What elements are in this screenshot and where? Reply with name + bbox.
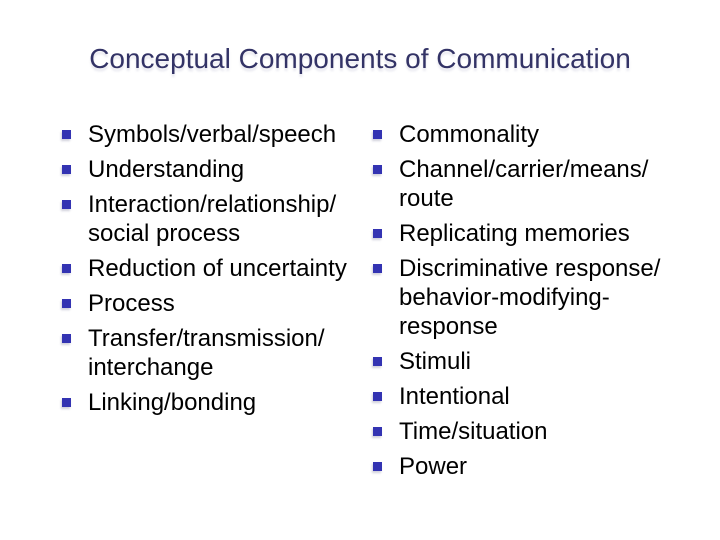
item-text: Interaction/relationship/ social process [88,191,337,247]
item-text: Understanding [88,156,245,183]
square-bullet-icon [373,130,382,139]
square-bullet-icon [373,264,382,273]
item-text: Reduction of uncertainty [88,255,347,282]
list-item: Replicating memories [373,219,693,248]
list-item: Linking/bonding [62,388,367,417]
item-text: Commonality [399,121,540,148]
list-item: Transfer/transmission/ interchange [62,324,367,382]
square-bullet-icon [373,165,382,174]
square-bullet-icon [373,462,382,471]
square-bullet-icon [62,200,71,209]
square-bullet-icon [373,392,382,401]
list-item: Intentional [373,382,693,411]
item-text: Discriminative response/ behavior-modify… [399,255,661,340]
list-item: Stimuli [373,347,693,376]
item-text: Transfer/transmission/ interchange [88,325,325,381]
list-item: Interaction/relationship/ social process [62,190,367,248]
square-bullet-icon [373,229,382,238]
square-bullet-icon [62,165,71,174]
list-item: Channel/carrier/means/ route [373,155,693,213]
item-text: Time/situation [399,418,548,445]
list-item: Process [62,289,367,318]
list-item: Time/situation [373,417,693,446]
item-text: Stimuli [399,348,472,375]
square-bullet-icon [62,334,71,343]
item-text: Symbols/verbal/speech [88,121,337,148]
list-item: Understanding [62,155,367,184]
list-item: Discriminative response/ behavior-modify… [373,254,693,341]
list-item: Symbols/verbal/speech [62,120,367,149]
list-item: Power [373,452,693,481]
slide-title: Conceptual Components of Communication [89,43,631,74]
item-text: Replicating memories [399,220,630,247]
list-item: Commonality [373,120,693,149]
square-bullet-icon [62,398,71,407]
square-bullet-icon [373,427,382,436]
item-text: Linking/bonding [88,389,257,416]
item-text: Power [399,453,468,480]
square-bullet-icon [62,299,71,308]
square-bullet-icon [373,357,382,366]
item-text: Channel/carrier/means/ route [399,156,649,212]
item-text: Intentional [399,383,510,410]
square-bullet-icon [62,130,71,139]
square-bullet-icon [62,264,71,273]
list-item: Reduction of uncertainty [62,254,367,283]
item-text: Process [88,290,175,317]
